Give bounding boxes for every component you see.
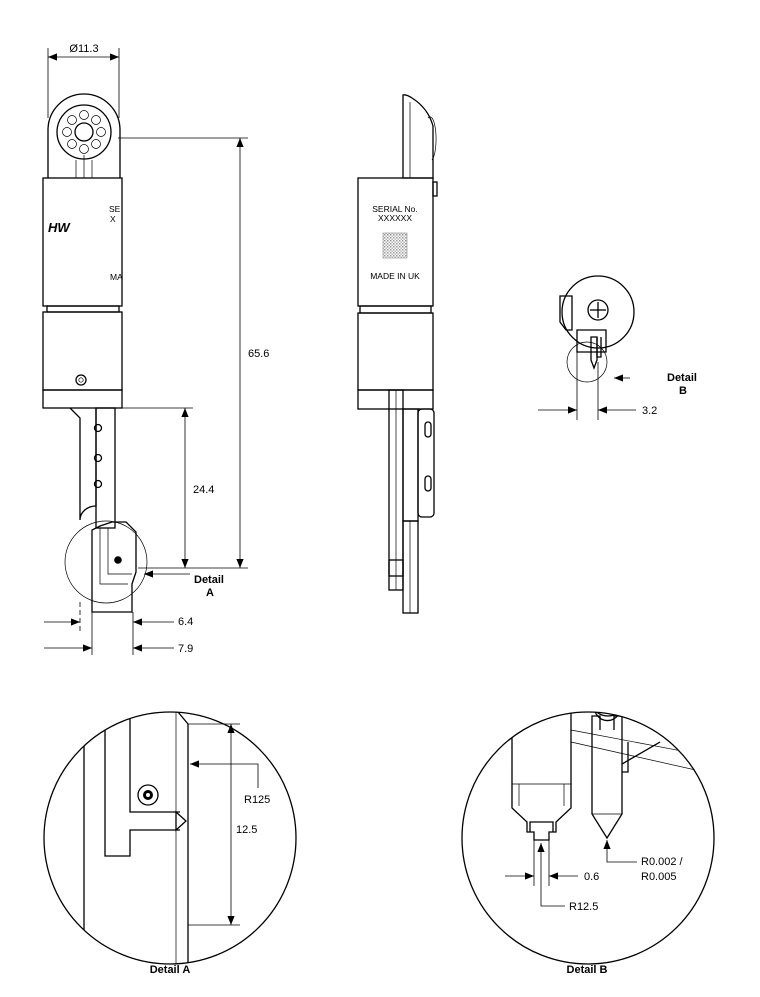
tip-width-label: 0.6 <box>584 871 599 883</box>
origin-marking: MADE IN UK <box>370 271 420 281</box>
data-matrix-code <box>382 232 408 259</box>
svg-text:SE: SE <box>109 204 121 214</box>
radius-b-label: R12.5 <box>569 901 598 913</box>
offset-inner-label: 6.4 <box>178 616 193 628</box>
top-view: Detail B 3.2 <box>538 275 697 420</box>
svg-text:X: X <box>110 214 116 224</box>
detail-b-callout-letter: B <box>679 385 687 397</box>
detail-a-callout-label: Detail <box>194 574 224 586</box>
detail-a-caption: Detail A <box>150 964 191 976</box>
detail-a: 12.5 R125 <box>43 711 297 965</box>
diameter-label: Ø11.3 <box>69 43 98 55</box>
detail-b-offset-label: 3.2 <box>642 405 657 417</box>
serial-value: XXXXXX <box>378 213 412 223</box>
svg-text:HW: HW <box>48 220 71 235</box>
side-view: SERIAL No. XXXXXX MADE IN UK <box>357 94 438 614</box>
front-dimensions: Ø11.3 65.6 24.4 Detail A 6.4 7.9 <box>44 43 269 655</box>
svg-text:MA: MA <box>110 272 123 282</box>
detail-a-callout-letter: A <box>206 587 214 599</box>
front-view: HW SE X MA <box>42 93 148 613</box>
detail-b: 0.6 R12.5 R0.002 / R0.005 <box>461 711 715 965</box>
detail-b-callout-label: Detail <box>667 372 697 384</box>
detail-b-caption: Detail B <box>567 964 608 976</box>
radius-a-label: R125 <box>244 794 270 806</box>
offset-outer-label: 7.9 <box>178 643 193 655</box>
tip-radius-line-2: R0.005 <box>641 871 676 883</box>
detail-a-height-label: 12.5 <box>236 824 257 836</box>
tip-radius-line-1: R0.002 / <box>641 856 684 868</box>
logo-text: HW <box>48 220 71 235</box>
tip-length-label: 24.4 <box>193 484 214 496</box>
serial-label: SERIAL No. <box>372 204 418 214</box>
total-length-label: 65.6 <box>248 348 269 360</box>
